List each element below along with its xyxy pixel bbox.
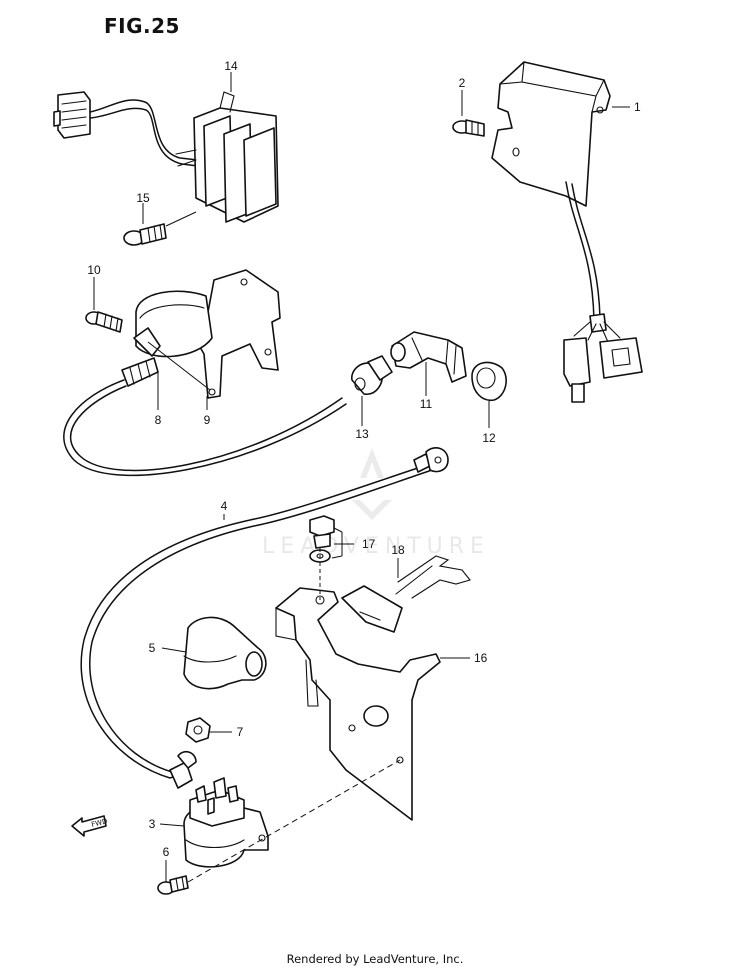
relay-bracket-drawing xyxy=(275,587,441,821)
callout-1: 1 xyxy=(634,100,641,114)
fwd-label: FWD xyxy=(91,817,109,829)
lead-wire-drawing xyxy=(80,447,449,789)
forward-arrow-icon: FWD xyxy=(71,815,109,837)
callout-16: 16 xyxy=(474,651,488,665)
callout-18: 18 xyxy=(391,543,405,557)
callout-leaders xyxy=(93,72,630,882)
coil-bolt-drawing xyxy=(85,311,123,333)
callout-5: 5 xyxy=(149,641,156,655)
callout-4: 4 xyxy=(221,499,228,513)
callout-labels: 14 15 2 1 10 8 9 13 11 12 4 5 7 3 6 17 1… xyxy=(87,59,641,859)
callout-11: 11 xyxy=(420,397,433,411)
callout-9: 9 xyxy=(204,413,211,427)
regulator-rectifier-drawing xyxy=(53,91,279,223)
relay-screw-drawing xyxy=(157,875,189,895)
figure-title: FIG.25 xyxy=(104,14,180,38)
igniter-unit-drawing xyxy=(491,61,643,403)
watermark-logo: LEADVENTURE xyxy=(262,448,490,559)
starter-relay-drawing xyxy=(183,777,269,868)
callout-2: 2 xyxy=(459,76,466,90)
footer-credit: Rendered by LeadVenture, Inc. xyxy=(286,952,464,966)
callout-8: 8 xyxy=(155,413,162,427)
igniter-bolt-drawing xyxy=(452,119,485,137)
callout-17: 17 xyxy=(362,537,376,551)
ignition-coil-drawing xyxy=(63,269,347,477)
regulator-bolt-drawing xyxy=(123,211,197,246)
callout-6: 6 xyxy=(163,845,170,859)
cap-cover-drawing xyxy=(471,361,507,401)
callout-3: 3 xyxy=(149,817,156,831)
screw-guide-line xyxy=(187,759,401,883)
relay-cover-drawing xyxy=(183,616,267,690)
clamp-drawing xyxy=(341,555,471,633)
watermark-text: LEADVENTURE xyxy=(262,534,490,559)
callout-14: 14 xyxy=(224,59,238,73)
callout-7: 7 xyxy=(237,725,244,739)
callout-12: 12 xyxy=(482,431,496,445)
callout-13: 13 xyxy=(355,427,369,441)
callout-15: 15 xyxy=(136,191,150,205)
seal-drawing xyxy=(351,355,393,395)
plug-cap-drawing xyxy=(390,331,467,383)
nut-drawing xyxy=(185,717,211,743)
callout-10: 10 xyxy=(87,263,101,277)
